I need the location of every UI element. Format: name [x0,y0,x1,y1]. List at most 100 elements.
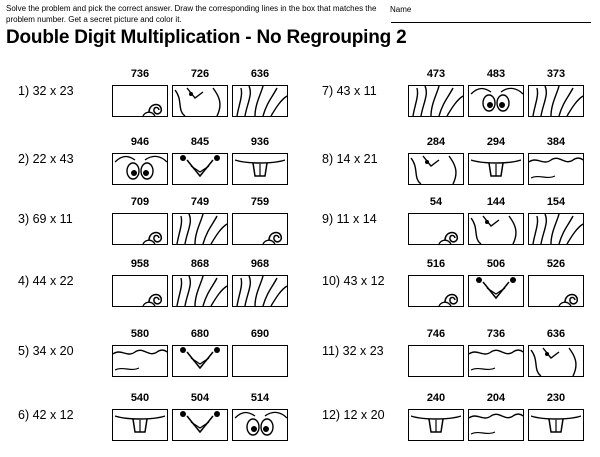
picture-box[interactable] [468,275,524,307]
picture-box[interactable] [468,409,524,441]
grass-drawing-icon [236,276,287,306]
answer-value: 736 [486,328,506,340]
answer-choice[interactable]: 54 [408,196,464,245]
answer-choice[interactable]: 384 [528,136,584,185]
picture-box[interactable] [468,213,524,245]
picture-box[interactable] [528,153,584,185]
answer-choice[interactable]: 506 [468,258,524,307]
tooth-drawing-icon [470,159,522,177]
picture-box[interactable] [112,409,168,441]
answer-value: 540 [130,392,150,404]
picture-box[interactable] [172,85,228,117]
picture-box[interactable] [172,345,228,377]
picture-box[interactable] [172,275,228,307]
answer-choice[interactable]: 746 [408,328,464,377]
bird-drawing-icon [410,155,457,184]
answer-value: 749 [190,196,210,208]
problem-label: 4) 44 x 22 [18,274,74,288]
answer-choice[interactable]: 736 [112,68,168,117]
picture-box[interactable] [408,153,464,185]
picture-box[interactable] [528,213,584,245]
picture-box[interactable] [112,275,168,307]
name-field[interactable]: Name [390,5,600,23]
answer-choice[interactable]: 540 [112,392,168,441]
answer-value: 230 [546,392,566,404]
answer-choice[interactable]: 958 [112,258,168,307]
answer-choice[interactable]: 373 [528,68,584,117]
answer-choice[interactable]: 144 [468,196,524,245]
picture-box[interactable] [232,275,288,307]
picture-box[interactable] [528,275,584,307]
picture-box[interactable] [232,409,288,441]
answer-choice[interactable]: 968 [232,258,288,307]
grass-drawing-icon [176,214,227,244]
answer-choice[interactable]: 636 [528,328,584,377]
answer-value: 154 [546,196,566,208]
answer-choice[interactable]: 504 [172,392,228,441]
answer-value: 516 [426,258,446,270]
wave-drawing-icon [113,349,167,371]
answer-choice[interactable]: 736 [468,328,524,377]
picture-box[interactable] [112,213,168,245]
picture-box[interactable] [408,275,464,307]
picture-box[interactable] [232,153,288,185]
picture-box[interactable] [528,409,584,441]
answer-choice[interactable]: 580 [112,328,168,377]
answer-choice[interactable]: 726 [172,68,228,117]
picture-box[interactable] [112,345,168,377]
eyes-drawing-icon [114,155,167,180]
answer-choice[interactable]: 636 [232,68,288,117]
swirl-drawing-icon [438,231,459,244]
answer-value: 580 [130,328,150,340]
blank-drawing-icon [409,346,463,376]
problem-label: 2) 22 x 43 [18,152,74,166]
answer-choice[interactable]: 473 [408,68,464,117]
answer-choice[interactable]: 514 [232,392,288,441]
picture-box[interactable] [468,345,524,377]
picture-box[interactable] [112,153,168,185]
answer-choice[interactable]: 845 [172,136,228,185]
answer-choice[interactable]: 526 [528,258,584,307]
answer-choice[interactable]: 230 [528,392,584,441]
answer-value: 294 [486,136,506,148]
answer-choice[interactable]: 240 [408,392,464,441]
swirl-drawing-icon [438,293,459,306]
answer-value: 759 [250,196,270,208]
picture-box[interactable] [408,409,464,441]
answer-value: 690 [250,328,270,340]
tooth-drawing-icon [410,415,462,433]
answer-choice[interactable]: 759 [232,196,288,245]
answer-choice[interactable]: 749 [172,196,228,245]
picture-box[interactable] [112,85,168,117]
answer-choice[interactable]: 516 [408,258,464,307]
picture-box[interactable] [232,85,288,117]
picture-box[interactable] [172,153,228,185]
picture-box[interactable] [408,345,464,377]
picture-box[interactable] [468,153,524,185]
answer-value: 54 [429,196,443,208]
picture-box[interactable] [172,213,228,245]
answer-choice[interactable]: 294 [468,136,524,185]
picture-box[interactable] [172,409,228,441]
picture-box[interactable] [232,213,288,245]
answer-choice[interactable]: 709 [112,196,168,245]
answer-choice[interactable]: 946 [112,136,168,185]
answer-value: 144 [486,196,506,208]
picture-box[interactable] [232,345,288,377]
picture-box[interactable] [408,85,464,117]
answer-choice[interactable]: 680 [172,328,228,377]
picture-box[interactable] [528,345,584,377]
name-underline [391,14,591,23]
answer-choice[interactable]: 483 [468,68,524,117]
answer-choice[interactable]: 204 [468,392,524,441]
answer-choice[interactable]: 936 [232,136,288,185]
answer-choice[interactable]: 868 [172,258,228,307]
picture-box[interactable] [408,213,464,245]
answer-choice[interactable]: 690 [232,328,288,377]
picture-box[interactable] [528,85,584,117]
picture-box[interactable] [468,85,524,117]
answer-choice[interactable]: 284 [408,136,464,185]
tooth-drawing-icon [234,159,286,177]
answer-choice[interactable]: 154 [528,196,584,245]
name-label: Name [390,5,412,14]
